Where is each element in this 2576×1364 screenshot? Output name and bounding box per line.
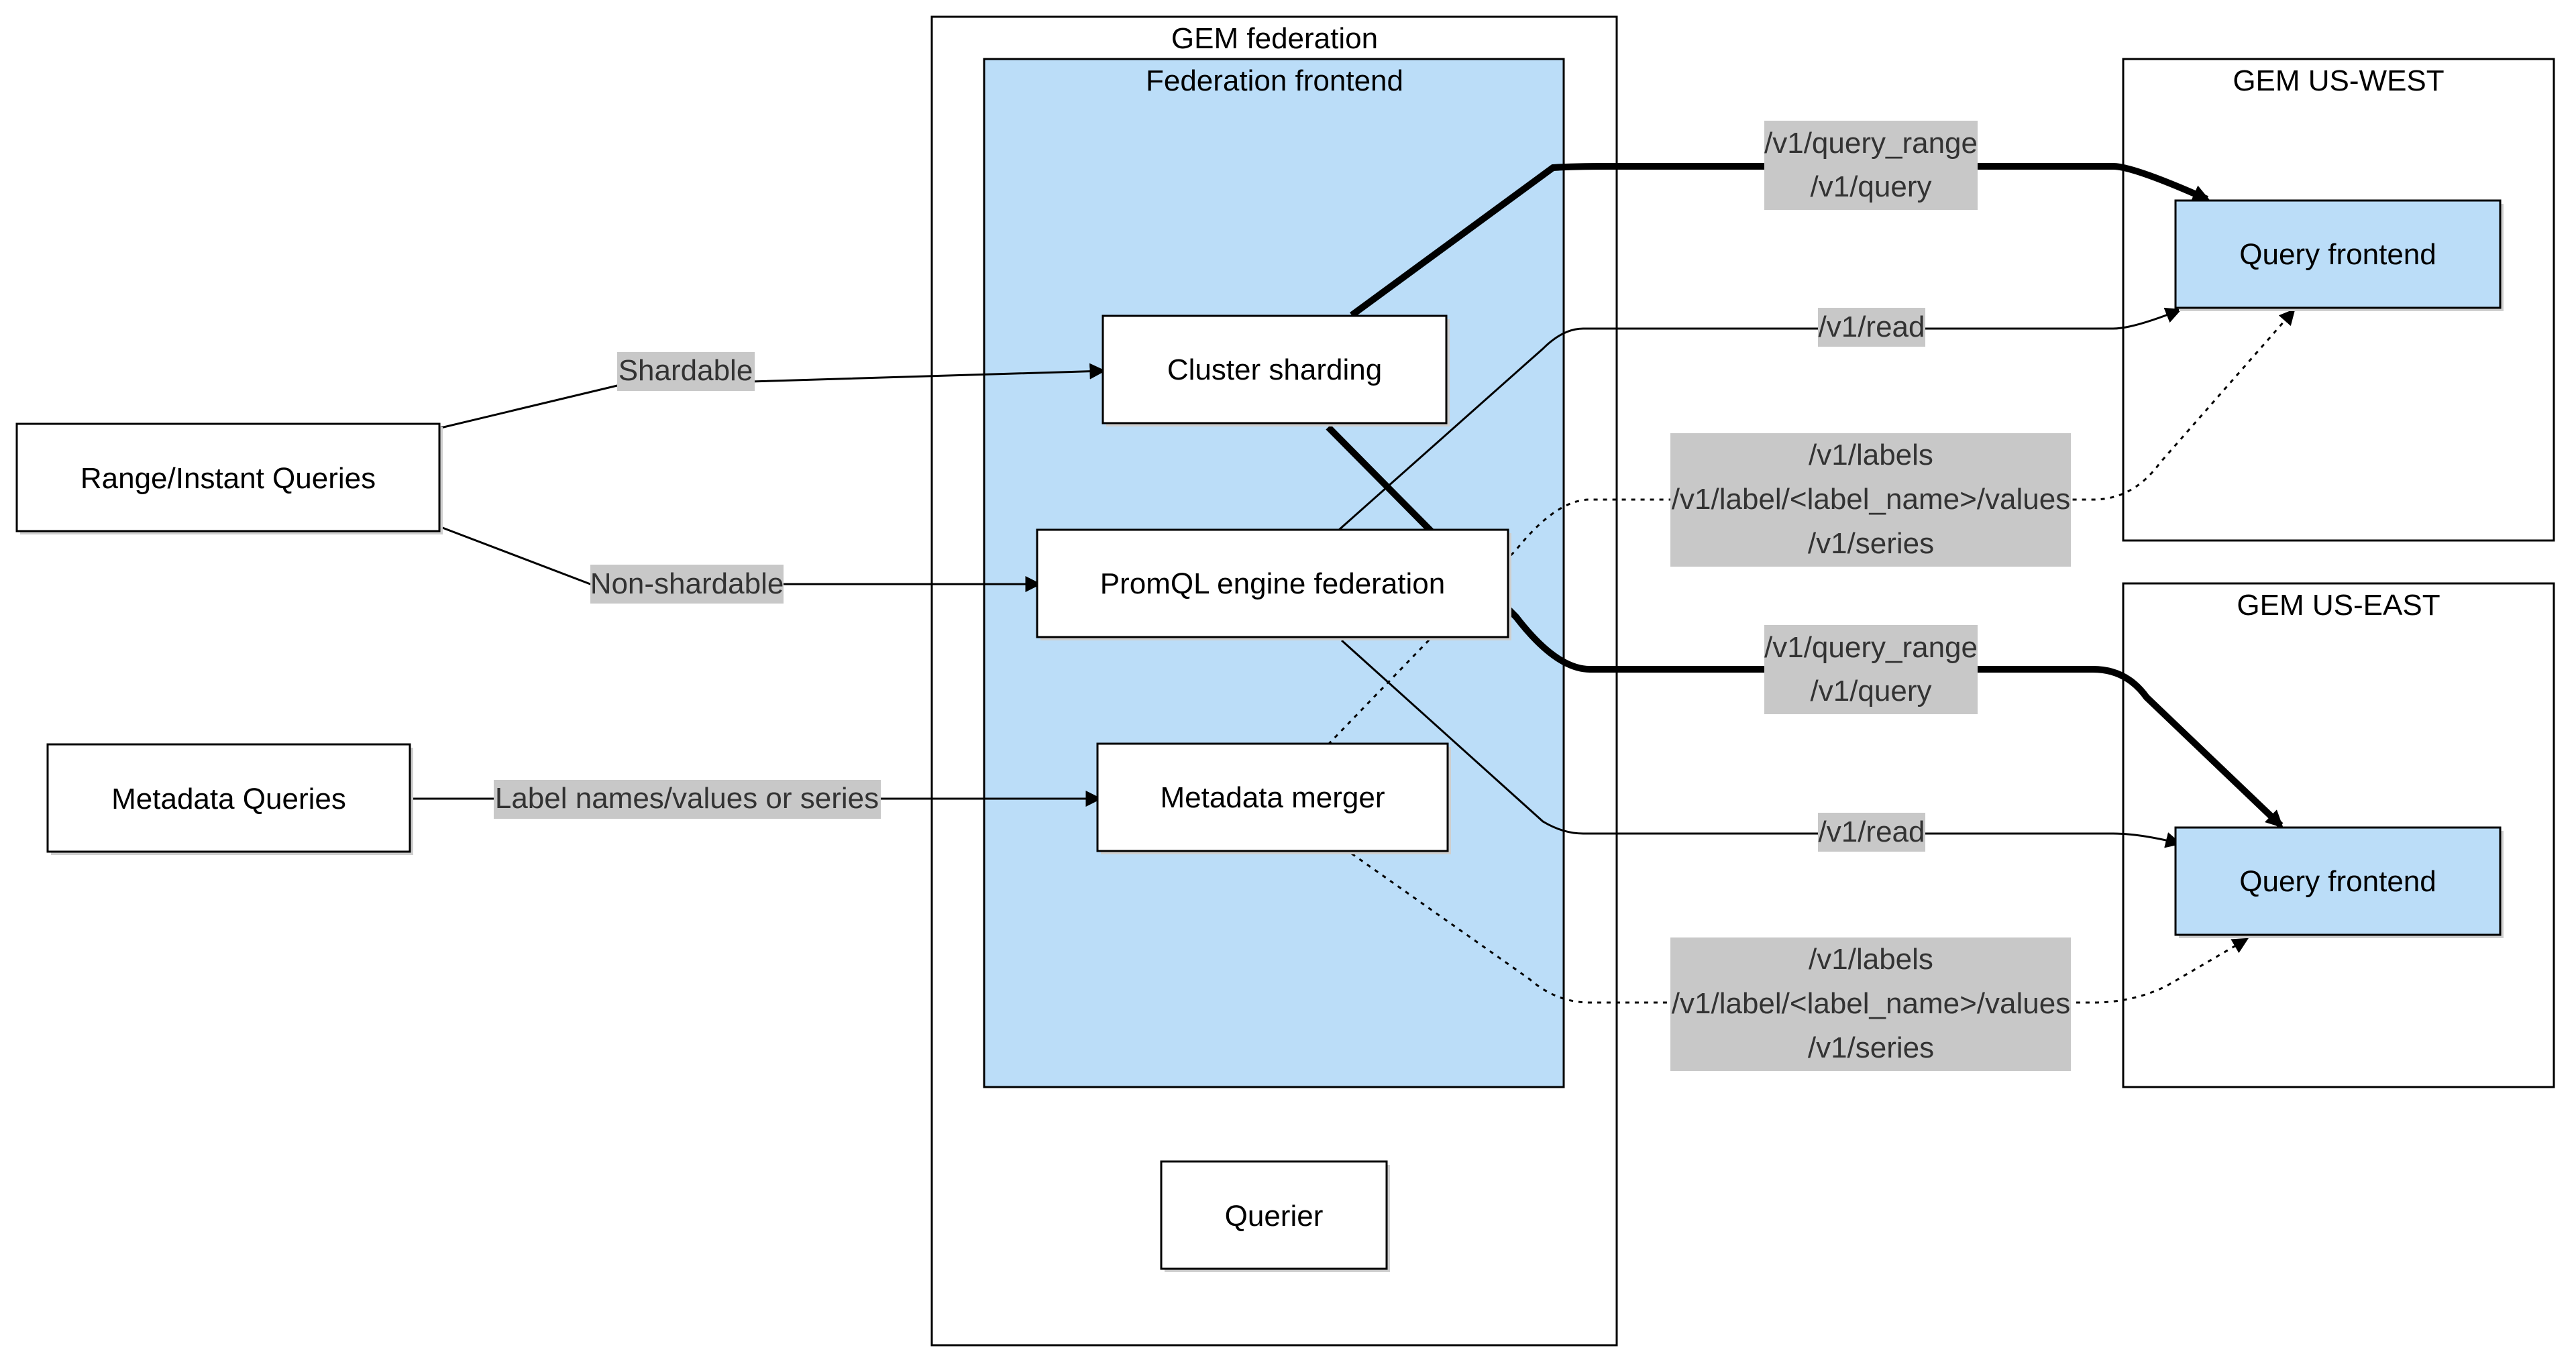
- svg-text:/v1/query: /v1/query: [1811, 170, 1932, 203]
- svg-text:/v1/read: /v1/read: [1819, 815, 1925, 848]
- svg-text:Metadata merger: Metadata merger: [1160, 781, 1385, 814]
- gem-us-east-title: GEM US-EAST: [2237, 589, 2440, 622]
- node-range-instant-queries[interactable]: Range/Instant Queries: [15, 422, 443, 534]
- node-querier[interactable]: Querier: [1160, 1160, 1390, 1272]
- label-west-meta: /v1/labels /v1/label/<label_name>/values…: [1670, 433, 2071, 567]
- gem-federation-title: GEM federation: [1171, 22, 1378, 55]
- svg-text:/v1/labels: /v1/labels: [1809, 943, 1933, 976]
- svg-text:Range/Instant Queries: Range/Instant Queries: [80, 462, 376, 495]
- label-east-read: /v1/read: [1818, 813, 1925, 852]
- svg-text:Label names/values or series: Label names/values or series: [495, 782, 879, 815]
- svg-text:/v1/query: /v1/query: [1811, 675, 1932, 707]
- svg-text:Metadata Queries: Metadata Queries: [111, 783, 346, 815]
- label-east-meta: /v1/labels /v1/label/<label_name>/values…: [1670, 937, 2071, 1071]
- svg-text:/v1/labels: /v1/labels: [1809, 439, 1933, 471]
- federation-frontend-title: Federation frontend: [1146, 64, 1403, 97]
- svg-text:Querier: Querier: [1225, 1200, 1324, 1233]
- label-west-query: /v1/query_range /v1/query: [1764, 121, 1978, 210]
- edge-east-query: [1326, 424, 2284, 828]
- svg-text:/v1/query_range: /v1/query_range: [1764, 631, 1978, 664]
- edge-east-read: [1340, 639, 2182, 848]
- svg-text:PromQL engine federation: PromQL engine federation: [1100, 567, 1445, 600]
- svg-text:/v1/label/<label_name>/values: /v1/label/<label_name>/values: [1672, 987, 2070, 1020]
- edge-west-read: [1338, 307, 2182, 531]
- node-promql-engine-federation[interactable]: PromQL engine federation: [1036, 528, 1511, 640]
- node-metadata-queries[interactable]: Metadata Queries: [46, 743, 413, 855]
- label-east-query: /v1/query_range /v1/query: [1764, 625, 1978, 714]
- svg-text:Cluster sharding: Cluster sharding: [1167, 353, 1382, 386]
- label-west-read: /v1/read: [1818, 308, 1925, 347]
- svg-text:/v1/label/<label_name>/values: /v1/label/<label_name>/values: [1672, 483, 2070, 516]
- svg-text:Query frontend: Query frontend: [2239, 238, 2436, 271]
- node-metadata-merger[interactable]: Metadata merger: [1096, 742, 1451, 854]
- label-label-names: Label names/values or series: [494, 780, 881, 819]
- svg-text:/v1/series: /v1/series: [1808, 527, 1934, 560]
- label-shardable: Shardable: [617, 352, 755, 391]
- node-query-frontend-east[interactable]: Query frontend: [2174, 826, 2504, 938]
- svg-text:/v1/read: /v1/read: [1819, 310, 1925, 343]
- svg-text:/v1/series: /v1/series: [1808, 1031, 1934, 1064]
- svg-text:Shardable: Shardable: [619, 354, 753, 387]
- svg-text:/v1/query_range: /v1/query_range: [1764, 127, 1978, 160]
- svg-text:Non-shardable: Non-shardable: [590, 567, 784, 600]
- gem-us-west-title: GEM US-WEST: [2233, 64, 2444, 97]
- edge-west-query: [1350, 163, 2210, 319]
- node-cluster-sharding[interactable]: Cluster sharding: [1102, 315, 1450, 427]
- svg-text:Query frontend: Query frontend: [2239, 865, 2436, 898]
- label-non-shardable: Non-shardable: [590, 565, 784, 604]
- node-query-frontend-west[interactable]: Query frontend: [2174, 199, 2504, 311]
